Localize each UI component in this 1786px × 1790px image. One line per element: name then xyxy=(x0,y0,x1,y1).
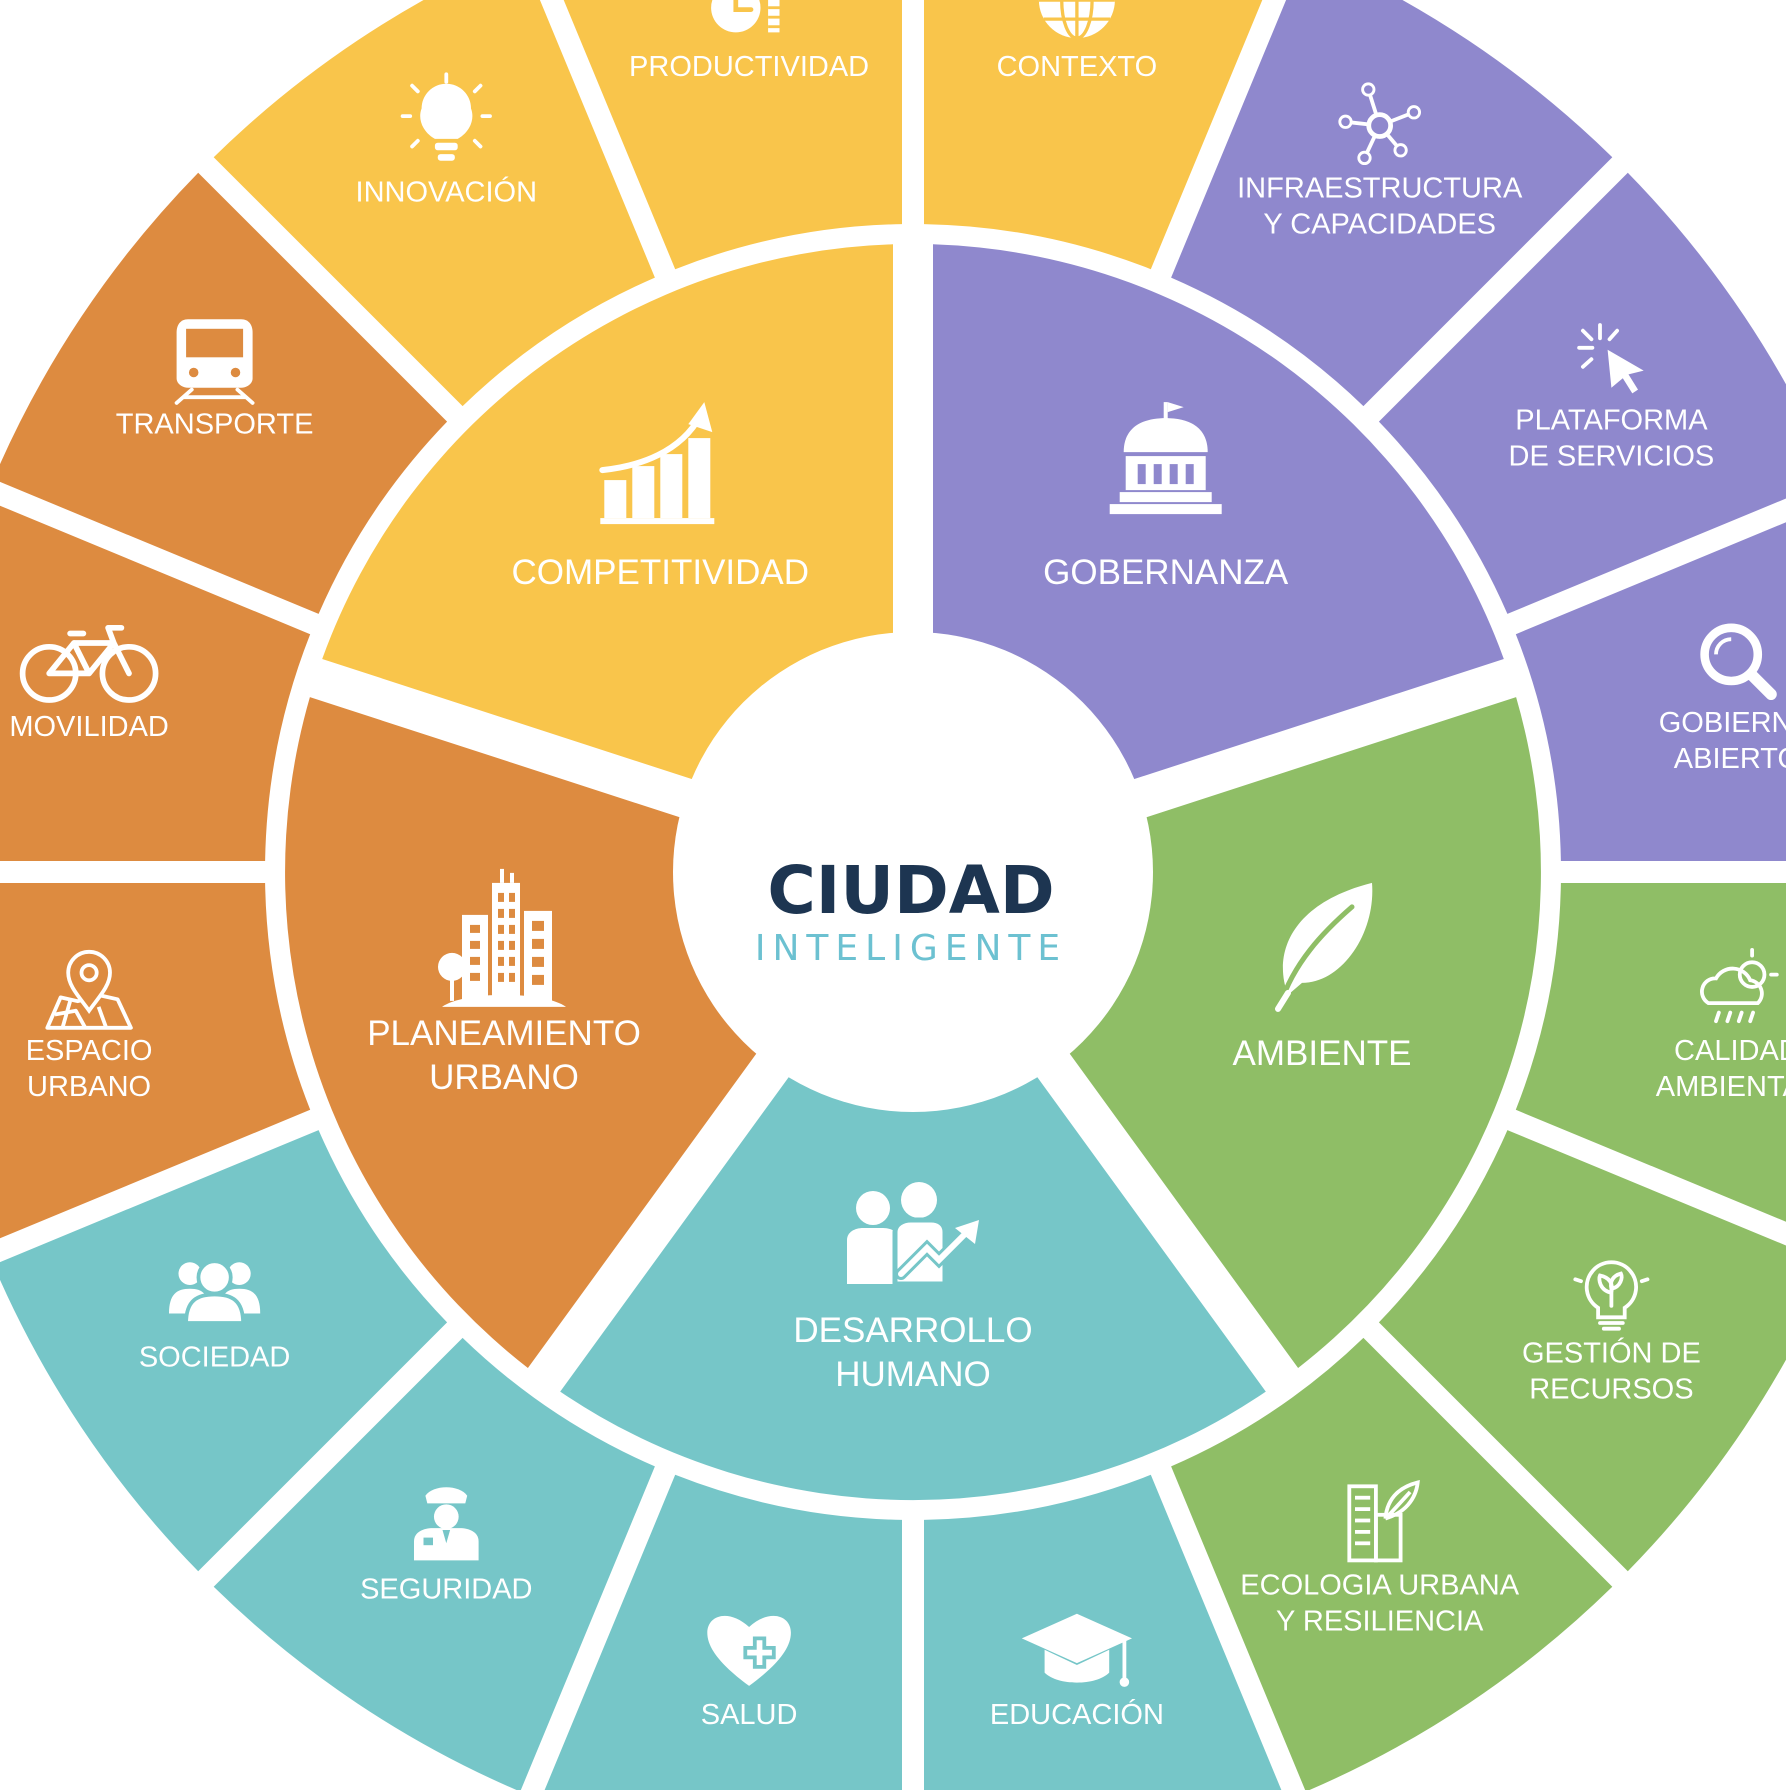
sector-label-competitividad: COMPETITIVIDAD xyxy=(512,553,810,592)
green-building-icon xyxy=(1347,1479,1420,1563)
sector-label-gobierno-abierto: GOBIERNOABIERTO xyxy=(1659,707,1786,775)
government-building-icon xyxy=(1109,402,1222,515)
center-subtitle: INTELIGENTE xyxy=(755,928,1067,969)
sector-ambiente xyxy=(1067,697,1541,1368)
sector-label-productividad: PRODUCTIVIDAD xyxy=(629,51,869,83)
weather-cloud-icon xyxy=(1700,948,1779,1024)
sector-gobierno-abierto xyxy=(1515,522,1786,861)
sector-planeamiento-urbano xyxy=(285,697,759,1368)
magnifier-icon xyxy=(1700,623,1777,700)
sector-label-movilidad: MOVILIDAD xyxy=(9,711,169,743)
people-growth-icon xyxy=(847,1182,979,1287)
group-people-icon xyxy=(169,1259,261,1325)
network-icon xyxy=(1338,82,1422,166)
police-officer-icon xyxy=(414,1487,479,1561)
sector-gestion-recursos xyxy=(1378,1130,1786,1572)
graduation-cap-icon xyxy=(1021,1613,1132,1687)
lightbulb-icon xyxy=(400,72,492,161)
sector-label-ambiente: AMBIENTE xyxy=(1233,1034,1412,1073)
sector-calidad-ambiental xyxy=(1515,883,1786,1222)
map-pin-icon xyxy=(45,949,133,1030)
sector-sociedad xyxy=(0,1130,448,1572)
sector-contexto xyxy=(924,0,1263,270)
clock-arrow-icon xyxy=(711,0,780,33)
train-icon xyxy=(174,319,255,405)
center-hub: CIUDAD INTELIGENTE xyxy=(673,632,1153,1112)
sector-transporte xyxy=(0,172,448,614)
city-buildings-icon xyxy=(438,868,566,1007)
sector-ecologia-urbana xyxy=(1171,1337,1613,1790)
sector-label-educacion: EDUCACIÓN xyxy=(990,1698,1164,1731)
health-heart-icon xyxy=(707,1615,791,1686)
sector-plataforma xyxy=(1378,172,1786,614)
sector-label-innovacion: INNOVACIÓN xyxy=(356,176,538,209)
globe-icon xyxy=(1038,0,1115,40)
sector-label-seguridad: SEGURIDAD xyxy=(360,1573,532,1605)
sector-label-gobernanza: GOBERNANZA xyxy=(1043,553,1289,592)
cursor-click-icon xyxy=(1577,323,1644,394)
center-circle xyxy=(673,632,1153,1112)
sector-label-contexto: CONTEXTO xyxy=(997,51,1158,83)
sector-desarrollo-humano xyxy=(560,1074,1266,1501)
bicycle-icon xyxy=(19,624,159,703)
sector-productividad xyxy=(563,0,902,270)
sector-seguridad xyxy=(213,1337,655,1790)
growth-chart-icon xyxy=(599,402,715,525)
sector-infraestructura xyxy=(1171,0,1613,407)
sector-label-calidad-ambiental: CALIDADAMBIENTAL xyxy=(1656,1035,1786,1103)
sector-innovacion xyxy=(213,0,655,407)
eco-bulb-icon xyxy=(1573,1260,1650,1331)
sector-label-sociedad: SOCIEDAD xyxy=(139,1342,290,1374)
center-title: CIUDAD xyxy=(767,852,1054,929)
sector-label-salud: SALUD xyxy=(701,1699,798,1731)
leaf-icon xyxy=(1275,882,1373,1012)
sector-label-transporte: TRANSPORTE xyxy=(116,408,314,440)
